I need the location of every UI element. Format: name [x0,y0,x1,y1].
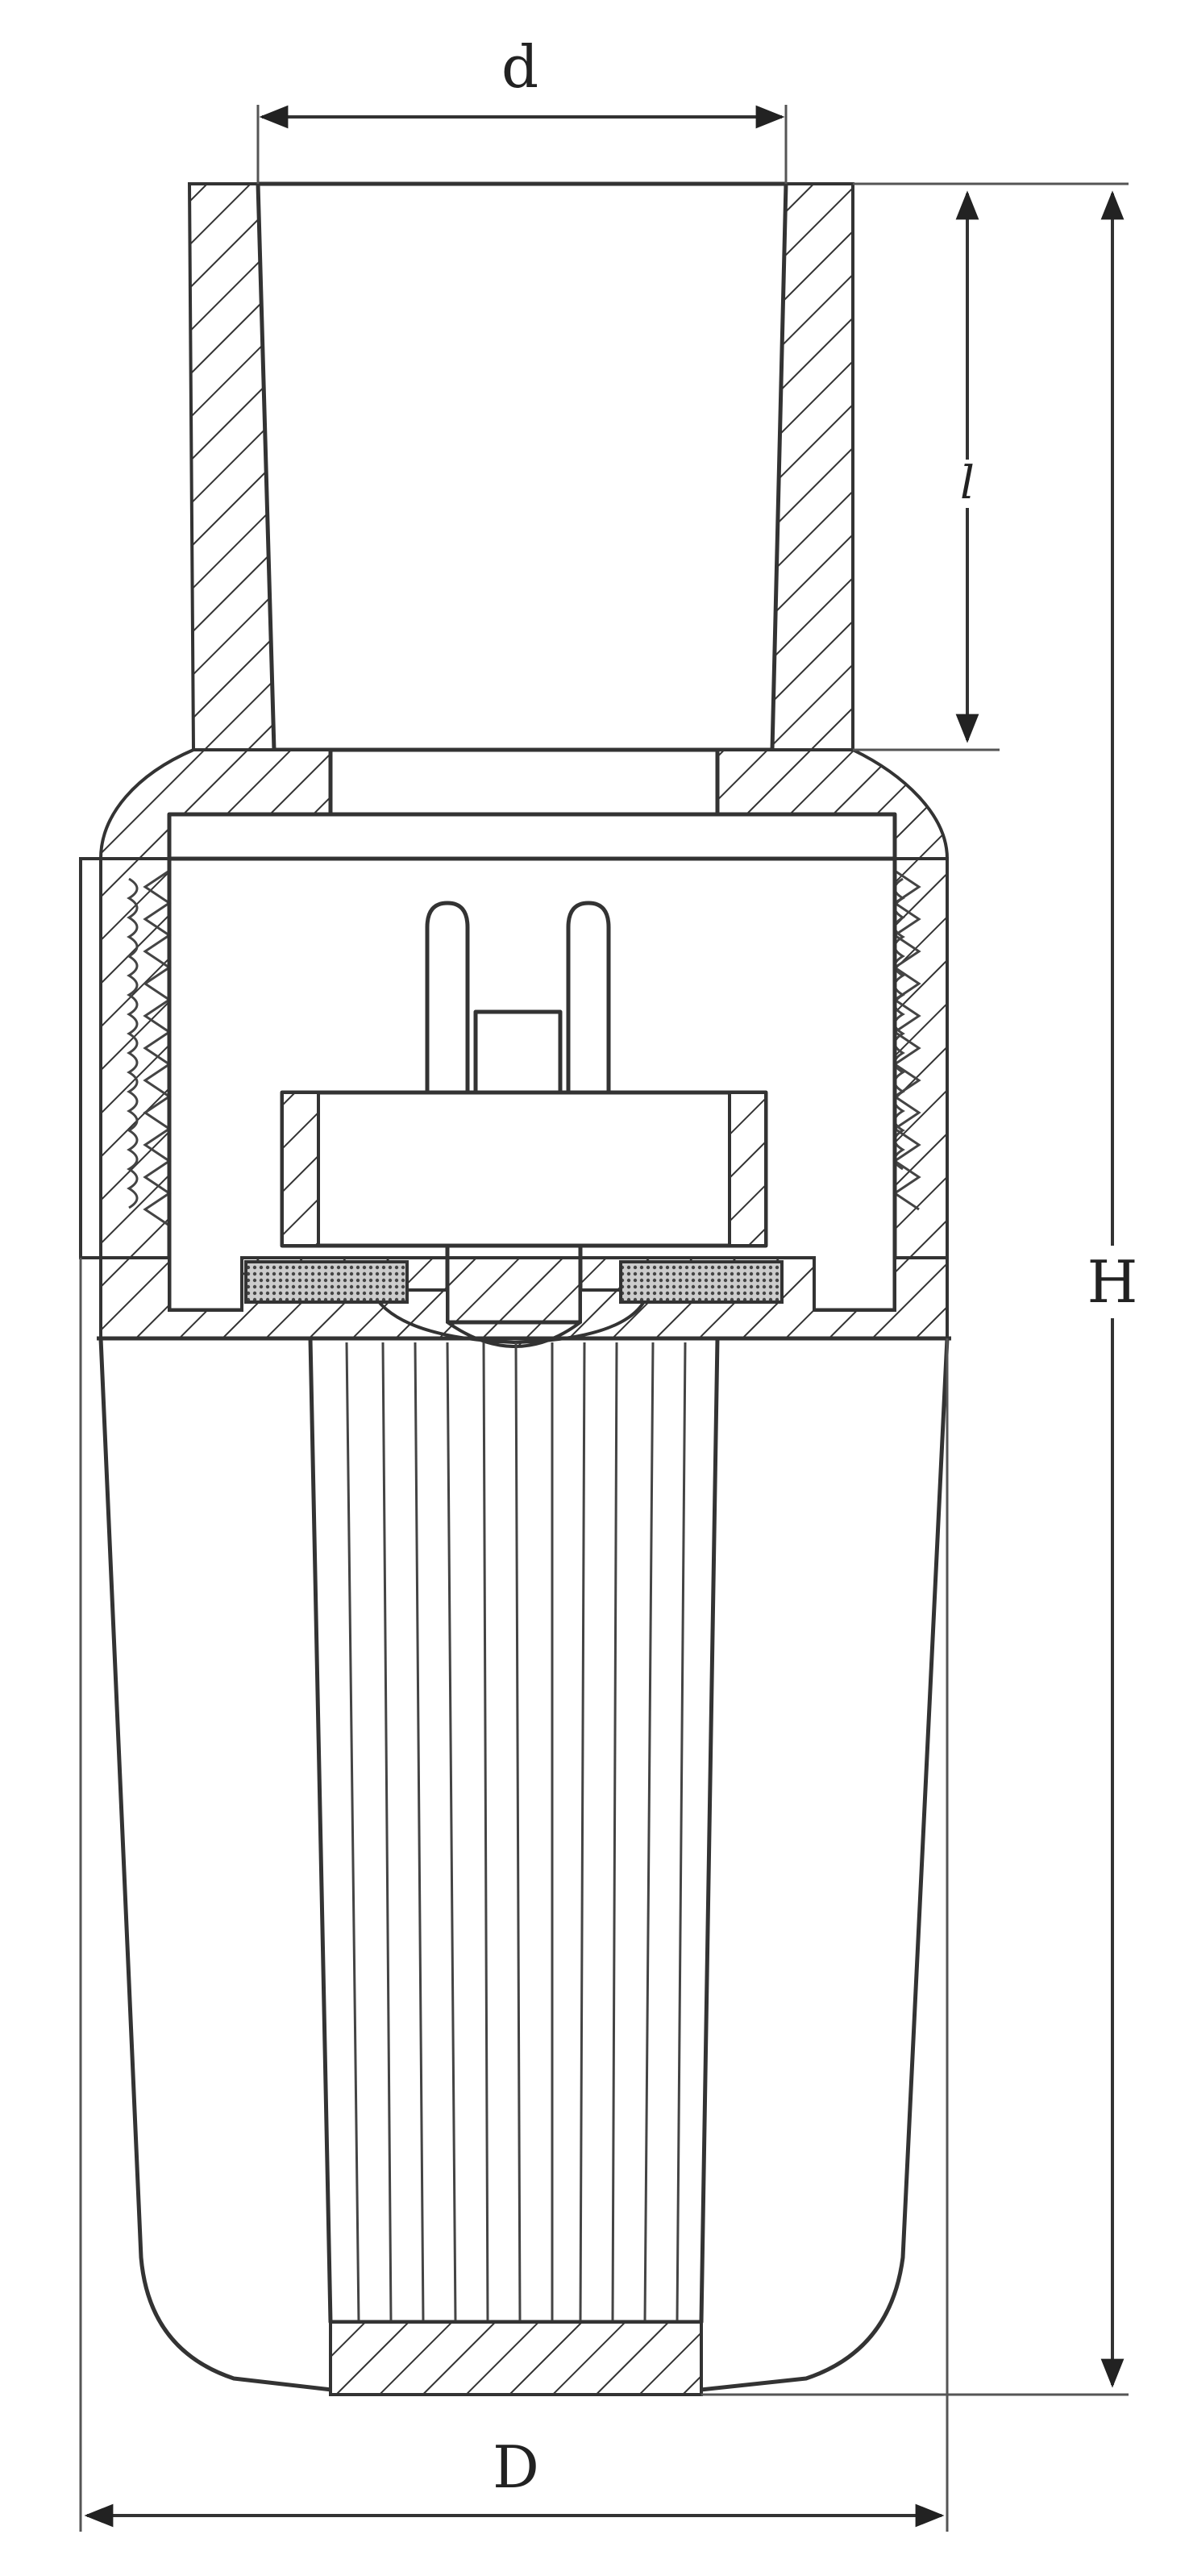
strainer-outer-cone [98,1336,950,2393]
dimension-d: d [256,33,788,184]
valve-body [79,747,951,1341]
left-thread-coil [127,877,139,1209]
valve-poppet [244,901,784,1348]
socket-bore [256,181,788,752]
strainer-inner-cage [308,1336,720,2324]
top-plate [167,812,897,861]
body-right-shoulder [716,748,950,860]
l-label: l [960,457,975,510]
disc-left-rim [281,1091,320,1247]
l-label-gap [955,460,979,508]
dimension-H: H [701,190,1145,2396]
gasket-right [619,1260,784,1304]
strainer-bottom-cap [329,2320,703,2396]
H-label-gap [1080,1246,1145,1318]
strainer [98,1336,950,2396]
bottom-ring [99,1256,949,1340]
right-thread-teeth [892,869,921,1211]
stem-fork-left [425,901,470,1092]
disc-right-rim [728,1091,767,1247]
body-left-shoulder [98,748,332,860]
gasket-left [244,1260,409,1304]
body-neck [328,747,720,817]
disc-neck [445,1243,583,1325]
dimension-D: D [79,1258,949,2532]
d-label: d [501,33,538,101]
H-label: H [1087,1248,1138,1316]
stem-block [473,1009,563,1095]
upper-socket [187,181,854,752]
stem-fork-right [566,901,611,1092]
left-thread-teeth [143,869,172,1227]
strainer-ribs [345,1342,687,2323]
disc-body [280,1090,768,1248]
D-label: D [493,2433,539,2501]
body-cavity [167,856,897,1313]
dimension-l: l [853,182,1129,751]
left-outer-thread [79,857,102,1259]
valve-seat [368,1288,651,1348]
